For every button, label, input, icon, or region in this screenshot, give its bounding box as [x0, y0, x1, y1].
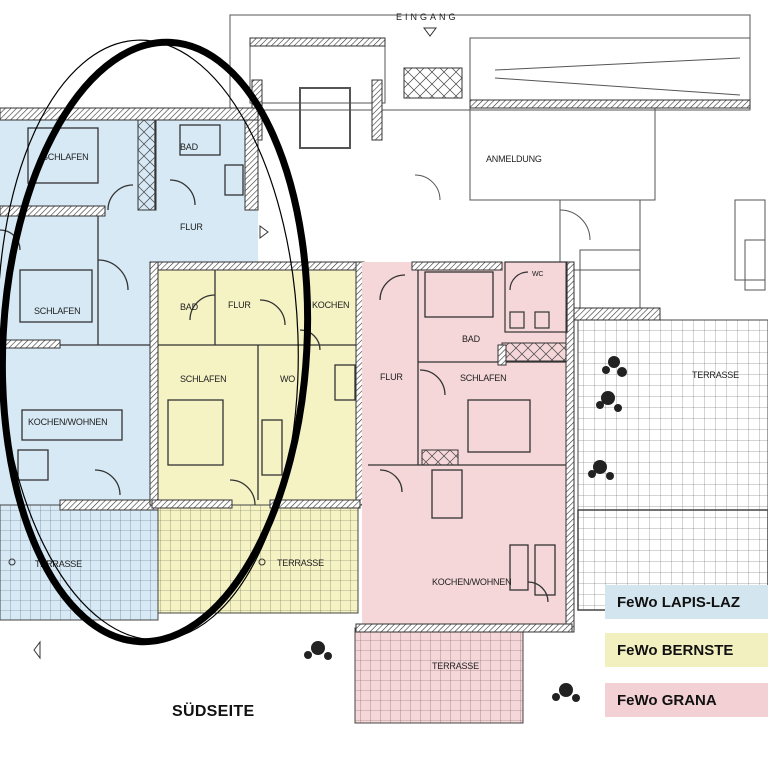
entrance-label: EINGANG — [396, 12, 459, 22]
room-label: FLUR — [380, 372, 403, 382]
wall-block — [501, 342, 573, 362]
room-label: TERRASSE — [432, 661, 479, 671]
room-label: TERRASSE — [277, 558, 324, 568]
wall-block — [149, 261, 159, 506]
wall-block — [59, 499, 159, 511]
wall-block — [249, 37, 386, 47]
entrance-arrow-icon — [423, 27, 437, 37]
room-label: SCHLAFEN — [460, 373, 506, 383]
room-label: KOCHEN — [312, 300, 349, 310]
arrow-icon — [259, 225, 269, 239]
legend-granat: FeWo GRANA — [605, 683, 768, 717]
room-label: BAD — [462, 334, 481, 344]
room-label: SCHLAFEN — [180, 374, 226, 384]
stair-hatch — [403, 67, 463, 99]
room-label: WC — [532, 271, 543, 278]
wall-block — [564, 307, 661, 321]
room-label: BAD — [180, 142, 199, 152]
wc-room — [504, 261, 568, 333]
room-label: TERRASSE — [35, 559, 82, 569]
wall-block — [355, 623, 573, 633]
room-label: KOCHEN/WOHNEN — [432, 577, 511, 587]
highlight-ellipse — [0, 38, 312, 646]
legend-bernstein: FeWo BERNSTE — [605, 633, 768, 667]
wall-block — [244, 119, 259, 211]
room-label: KOCHEN/WOHNEN — [28, 417, 107, 427]
wall-block — [0, 205, 106, 217]
apartment-bernstein — [149, 261, 365, 614]
east-terrace — [577, 319, 768, 511]
wall-block — [137, 119, 157, 211]
room-label: FLUR — [180, 222, 203, 232]
room-labels: SCHLAFEN BAD FLUR SCHLAFEN KOCHEN/WOHNEN… — [28, 142, 739, 671]
wall-block — [497, 344, 507, 366]
room-label: TERRASSE — [692, 370, 739, 380]
room-label: ANMELDUNG — [486, 154, 542, 164]
room-label: SCHLAFEN — [42, 152, 88, 162]
wall-block — [149, 261, 365, 271]
wall-block — [469, 99, 751, 109]
wall-block — [269, 499, 361, 509]
room-label: SCHLAFEN — [34, 306, 80, 316]
legend-label: FeWo LAPIS-LAZ — [617, 593, 741, 611]
wall-block — [151, 499, 233, 509]
legend-label: FeWo GRANA — [617, 691, 717, 709]
room-label: FLUR — [228, 300, 251, 310]
wall-block — [421, 449, 459, 466]
legend-label: FeWo BERNSTE — [617, 641, 734, 659]
room-label: WO — [280, 374, 295, 384]
room-label: BAD — [180, 302, 199, 312]
legend-lapis: FeWo LAPIS-LAZ — [605, 585, 768, 619]
page-title: SÜDSEITE — [172, 703, 255, 720]
wall-block — [411, 261, 503, 271]
arrow-icon — [33, 640, 41, 660]
wall-block — [0, 339, 61, 349]
shrub-icons — [304, 356, 627, 702]
apartment-granat — [354, 261, 575, 724]
wall-block — [0, 107, 259, 121]
wall-block — [371, 79, 383, 141]
